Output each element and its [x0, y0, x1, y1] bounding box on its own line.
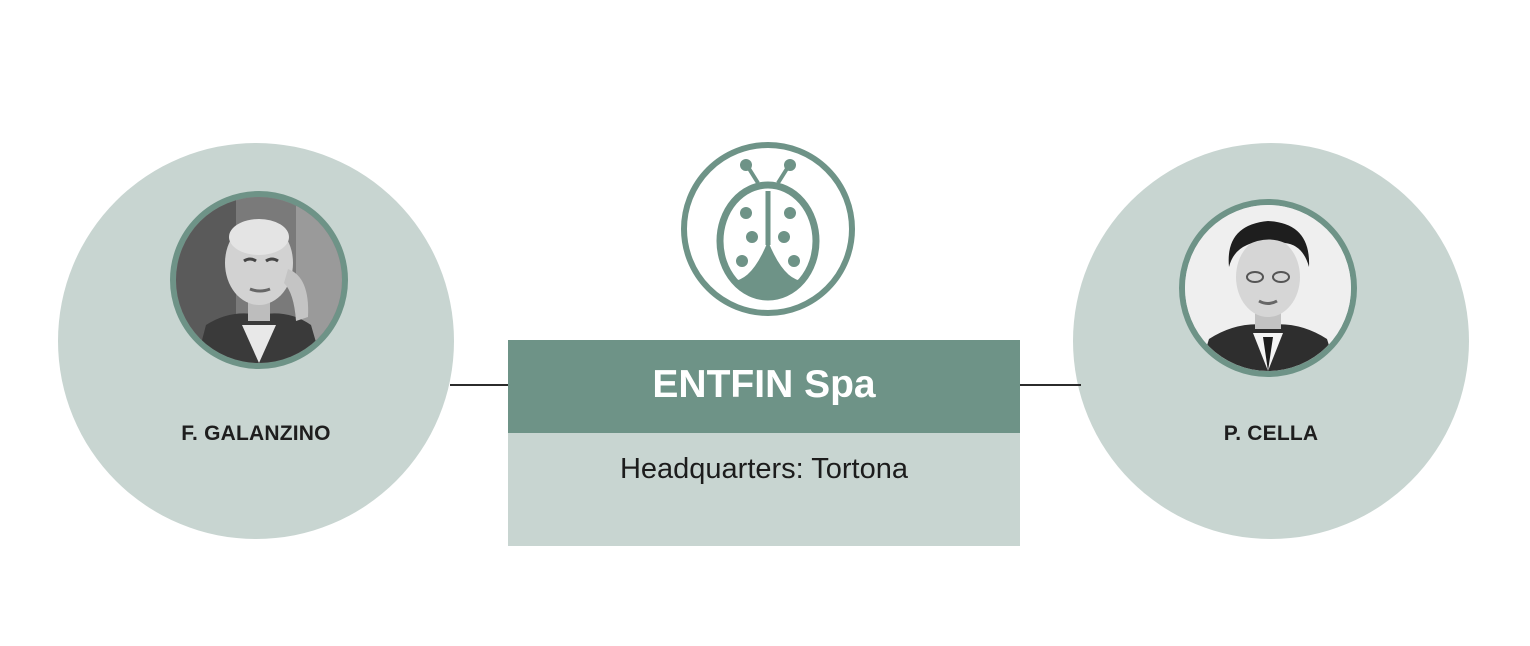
company-node: ENTFIN Spa Headquarters: Tortona: [508, 340, 1020, 546]
company-headquarters: Headquarters: Tortona: [619, 453, 909, 485]
cella-portrait-image: [1185, 205, 1351, 371]
galanzino-photo: [170, 191, 348, 369]
connector-line-left: [450, 384, 509, 386]
person-name-cella: P. CELLA: [1223, 422, 1319, 445]
company-name: ENTFIN Spa: [652, 362, 876, 406]
person-node-cella: P. CELLA: [1073, 143, 1469, 539]
cella-photo: [1179, 199, 1357, 377]
galanzino-portrait-image: [176, 197, 342, 363]
company-logo: [680, 141, 856, 317]
connector-line-right: [1018, 384, 1081, 386]
ladybug-icon: [681, 142, 855, 316]
person-node-galanzino: F. GALANZINO: [58, 143, 454, 539]
company-header: ENTFIN Spa: [508, 340, 1020, 433]
person-name-galanzino: F. GALANZINO: [181, 422, 331, 445]
